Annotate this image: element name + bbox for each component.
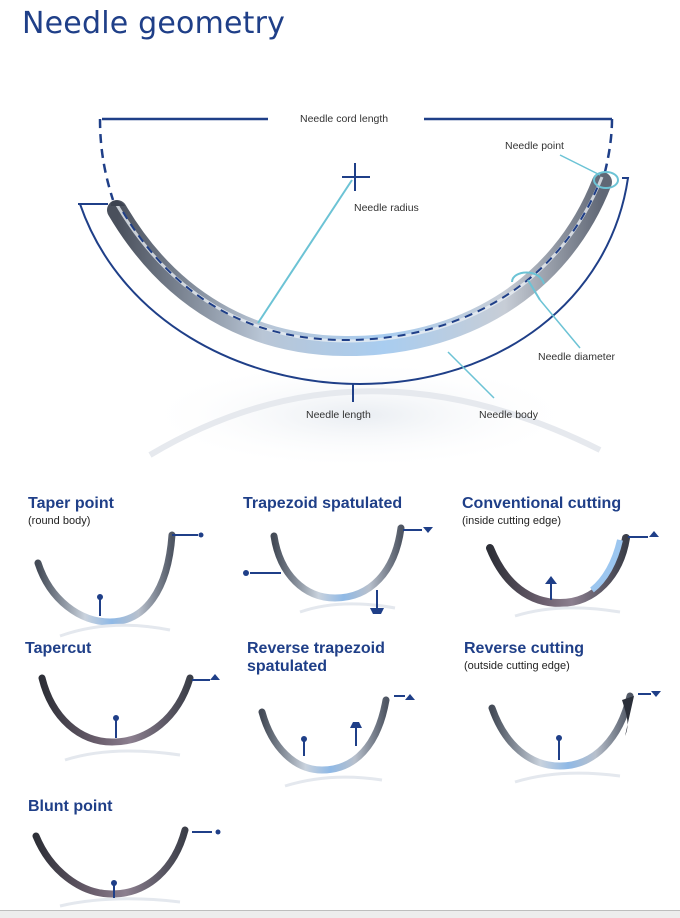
needle-radius-label: Needle radius	[354, 202, 419, 214]
reverse-trapezoid-spatulated-needle	[258, 694, 415, 788]
needle-length-label: Needle length	[306, 409, 371, 421]
cord-length-label: Needle cord length	[300, 113, 389, 125]
type-taper-point-subtitle: (round body)	[28, 515, 91, 527]
point-circle	[593, 171, 619, 189]
type-reverse-trapezoid-title-line2: spatulated	[247, 658, 328, 675]
needle-length-arc	[78, 177, 630, 386]
trapezoid-spatulated-needle	[243, 524, 433, 614]
diameter-marker	[511, 271, 545, 285]
conventional-cutting-needle	[486, 531, 659, 618]
cord-right-dash	[602, 118, 614, 177]
type-trapezoid-spatulated-title: Trapezoid spatulated	[243, 495, 403, 512]
body-guide-line	[447, 351, 495, 399]
type-reverse-trapezoid-title: Reverse trapezoid	[247, 640, 385, 657]
needle-diameter-label: Needle diameter	[538, 351, 616, 363]
cord-left-dash	[98, 118, 115, 201]
reverse-cutting-needle	[488, 691, 661, 784]
point-guide-line	[559, 154, 601, 176]
needle-centerline	[122, 185, 599, 342]
type-conventional-cutting-subtitle: (inside cutting edge)	[462, 515, 562, 527]
tapercut-needle	[38, 674, 220, 762]
needle-body-shape	[107, 172, 612, 357]
type-conventional-cutting-title: Conventional cutting	[462, 495, 622, 512]
taper-point-needle	[34, 531, 204, 638]
blunt-point-needle	[32, 826, 221, 908]
diameter-guide-line	[539, 299, 581, 349]
type-blunt-point-title: Blunt point	[28, 798, 113, 815]
page-bottom-edge	[0, 910, 680, 918]
needle-geometry-diagram	[78, 117, 630, 470]
type-reverse-cutting-title: Reverse cutting	[464, 640, 585, 657]
needle-point-label: Needle point	[505, 140, 564, 152]
type-reverse-cutting-subtitle: (outside cutting edge)	[464, 660, 570, 672]
needle-reflection	[140, 360, 580, 470]
type-taper-point-title: Taper point	[28, 495, 114, 512]
needle-body-label: Needle body	[479, 409, 538, 421]
radius-line	[257, 179, 353, 324]
page-title: Needle geometry	[22, 6, 286, 41]
type-tapercut-title: Tapercut	[25, 640, 92, 657]
